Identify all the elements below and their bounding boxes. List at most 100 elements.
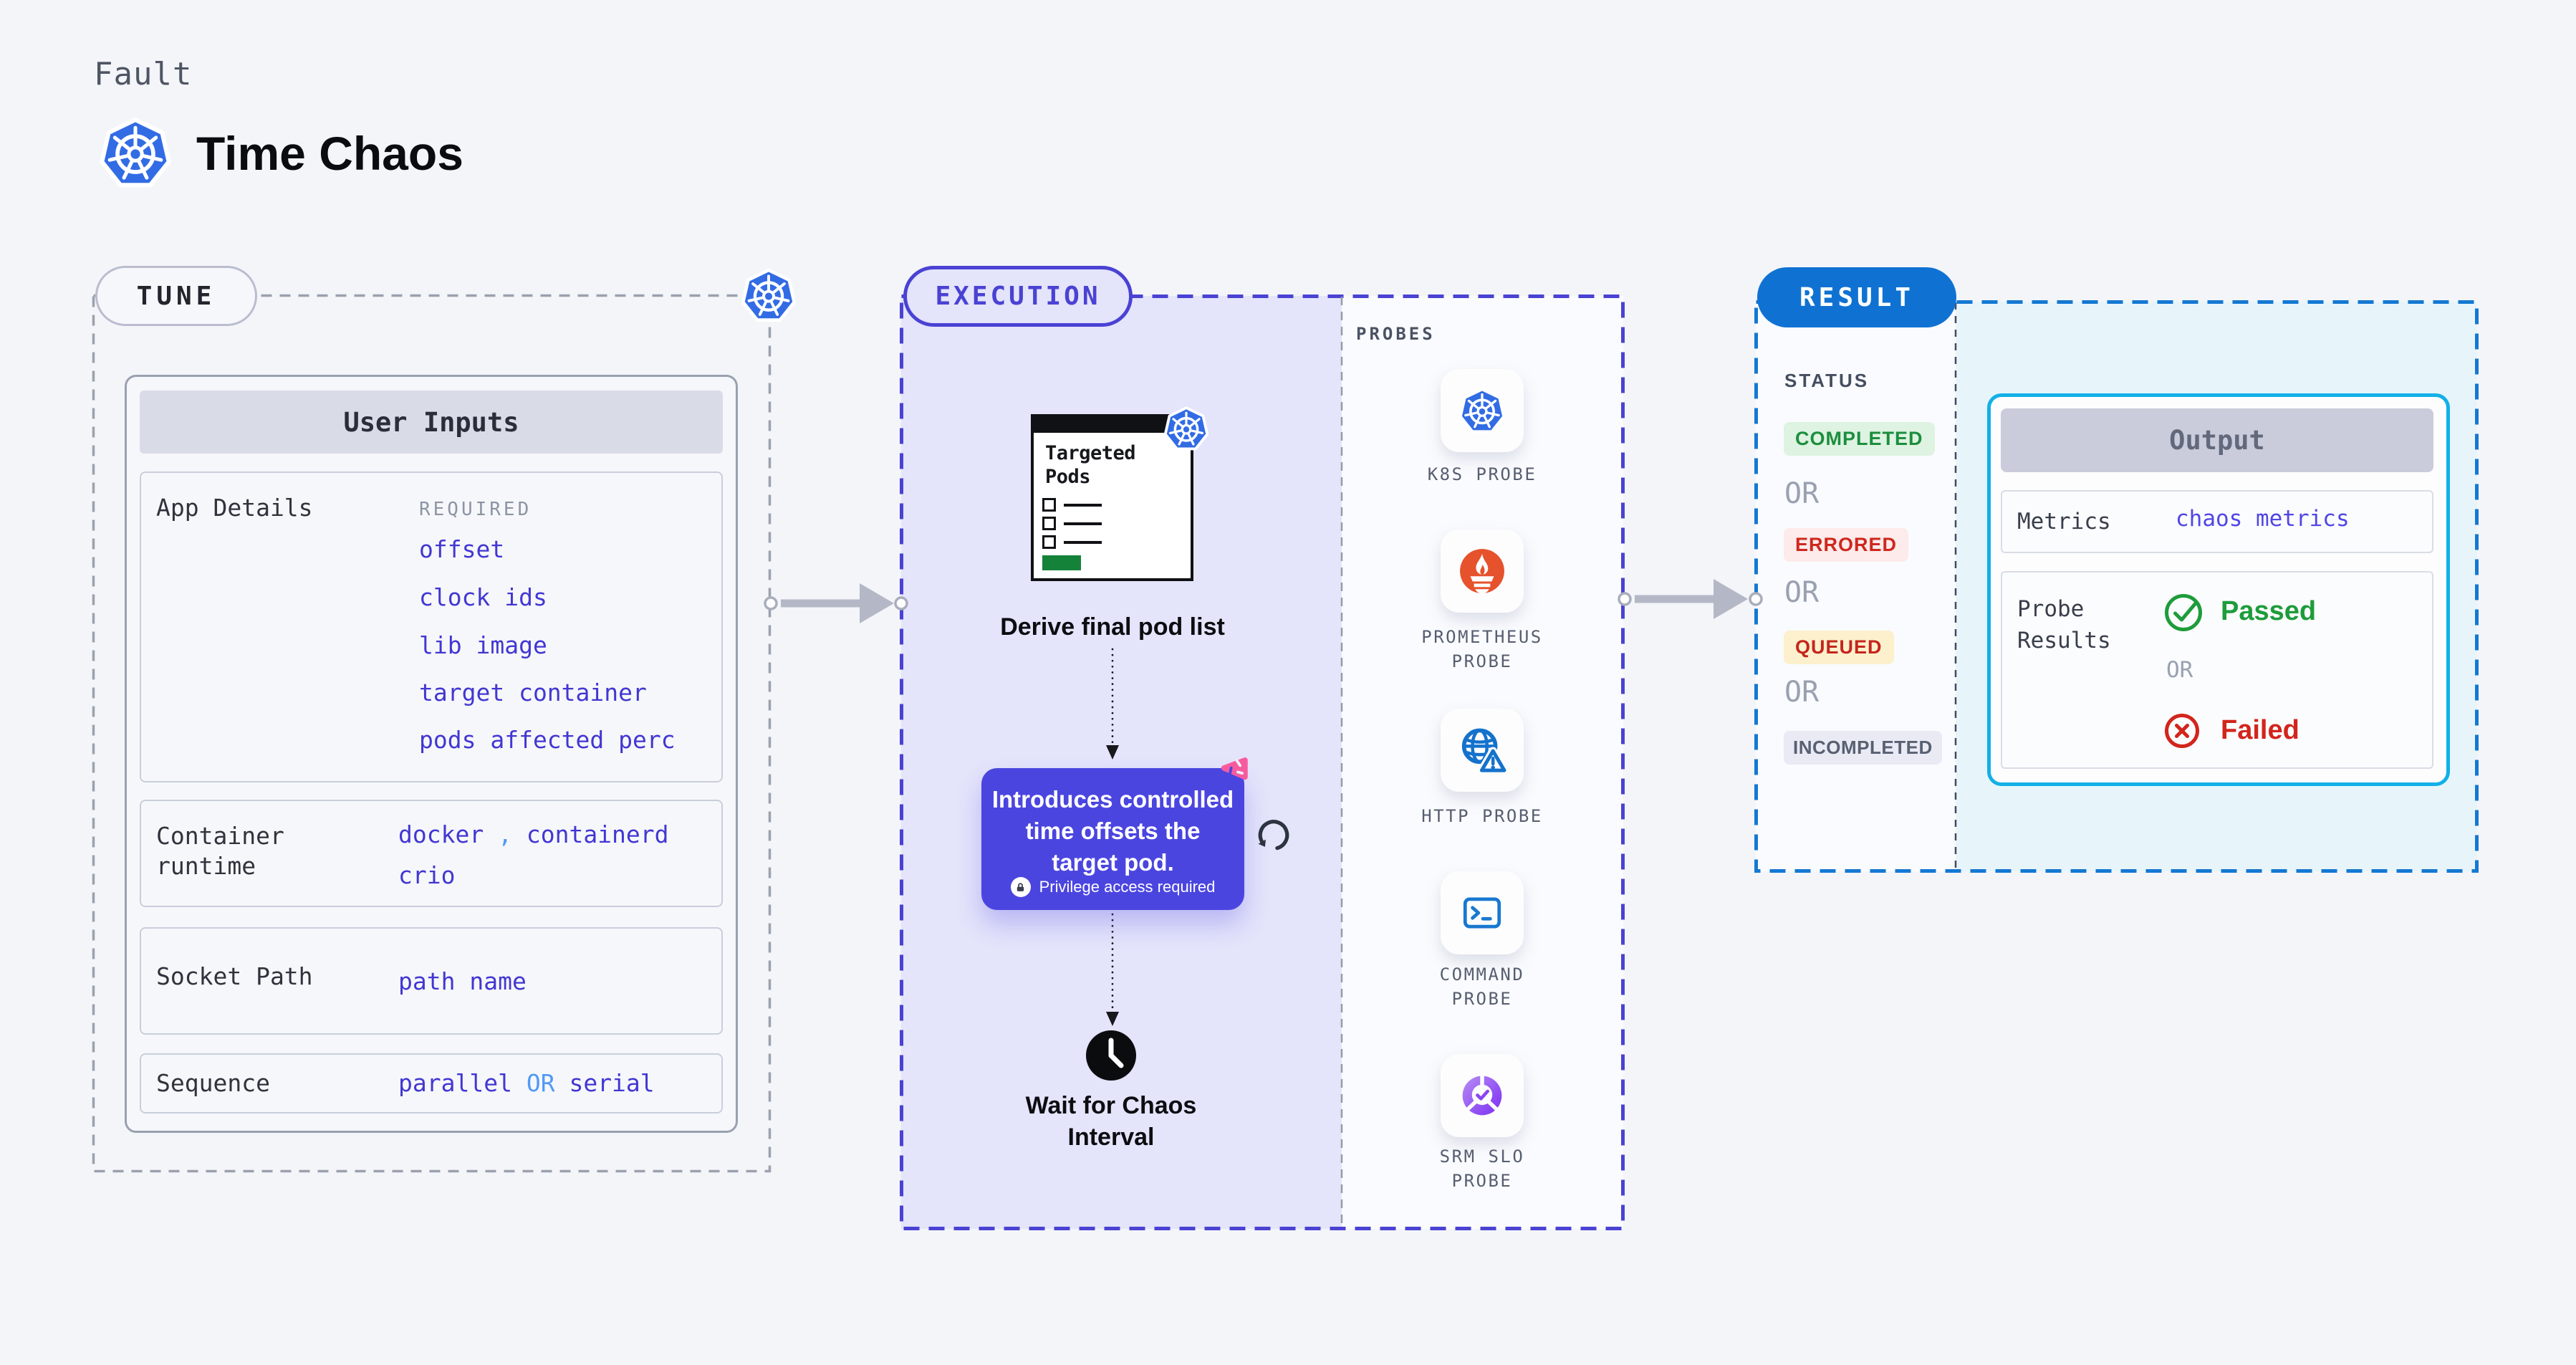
wait-caption: Wait for Chaos Interval — [968, 1090, 1254, 1153]
sequence-values: parallel OR serial — [398, 1068, 655, 1098]
sequence-parallel: parallel — [398, 1069, 512, 1097]
probe-label-line: PROBE — [1451, 989, 1513, 1009]
probe-label: COMMAND PROBE — [1368, 962, 1597, 1011]
probe-results-label-line1: Probe — [2017, 596, 2085, 622]
fault-eyebrow: Fault — [94, 56, 193, 92]
result-pill: RESULT — [1757, 267, 1956, 327]
status-badge-errored: ERRORED — [1784, 528, 1909, 562]
probe-results-label-line2: Results — [2017, 628, 2111, 653]
socket-path-value: path name — [398, 967, 527, 995]
container-runtime-label: Container runtime — [156, 821, 284, 881]
output-header: Output — [2001, 408, 2433, 472]
probe-results-label: Probe Results — [2017, 593, 2111, 656]
probe-label-line: HTTP PROBE — [1421, 806, 1543, 826]
metrics-row — [2001, 490, 2433, 553]
probe-label: PROMETHEUS PROBE — [1368, 625, 1597, 674]
probe-results-row — [2001, 571, 2433, 769]
page-title: Time Chaos — [196, 127, 463, 180]
srm-slo-probe-tile — [1441, 1054, 1524, 1137]
lock-glyph — [1017, 882, 1024, 891]
output-title: Output — [2169, 425, 2265, 456]
passed-check-icon — [2165, 594, 2202, 631]
http-probe-tile — [1441, 709, 1524, 792]
probe-label: K8S PROBE — [1368, 462, 1597, 487]
status-badge-queued: QUEUED — [1784, 631, 1894, 664]
wait-caption-line1: Wait for Chaos — [1025, 1092, 1197, 1119]
pod-line — [1064, 504, 1102, 507]
command-terminal-icon — [1463, 897, 1501, 929]
result-boundary — [1754, 300, 2479, 873]
status-or: OR — [1784, 676, 1820, 709]
execution-pill: EXECUTION — [903, 266, 1133, 327]
user-inputs-panel — [125, 375, 738, 1133]
derive-caption: Derive final pod list — [1000, 613, 1225, 641]
app-details-label: App Details — [156, 494, 313, 522]
k8s-probe-tile — [1441, 369, 1524, 452]
tune-boundary — [92, 294, 772, 1173]
arrow-execution-to-result — [1618, 579, 1763, 619]
status-or: OR — [1784, 576, 1820, 609]
probe-label-line: PROBE — [1451, 651, 1513, 671]
action-text: Introduces controlled time offsets the t… — [981, 784, 1244, 878]
pod-line — [1064, 522, 1102, 525]
runtime-value-crio: crio — [398, 861, 456, 889]
user-inputs-header: User Inputs — [140, 391, 723, 454]
wait-caption-line2: Interval — [1067, 1124, 1155, 1151]
kubernetes-icon — [99, 116, 172, 189]
execution-pill-label: EXECUTION — [935, 282, 1101, 311]
action-box: Introduces controlled time offsets the t… — [981, 768, 1244, 910]
failed-label: Failed — [2221, 715, 2299, 745]
sequence-label: Sequence — [156, 1069, 270, 1097]
action-text-line1: Introduces controlled — [991, 786, 1234, 813]
user-inputs-title: User Inputs — [343, 406, 519, 438]
action-text-line2: time offsets the — [1025, 818, 1201, 844]
status-fill — [1756, 302, 1956, 871]
targeted-pods-title-line2: Pods — [1045, 466, 1091, 488]
probe-label: SRM SLO PROBE — [1368, 1144, 1597, 1193]
container-runtime-label-line2: runtime — [156, 852, 256, 880]
sequence-serial: serial — [569, 1069, 655, 1097]
tune-pill: TUNE — [95, 266, 257, 326]
metrics-value: chaos metrics — [2176, 506, 2350, 532]
pod-line — [1064, 541, 1102, 544]
prometheus-icon — [1460, 549, 1504, 594]
chaos-icon — [1221, 757, 1248, 780]
pod-checkbox — [1042, 498, 1056, 512]
clock-icon — [1086, 1030, 1136, 1081]
probe-label-line: PROBE — [1451, 1171, 1513, 1191]
app-detail-value: offset — [419, 535, 505, 563]
socket-path-label: Socket Path — [156, 962, 313, 990]
required-note: REQUIRED — [419, 499, 532, 520]
tune-pill-label: TUNE — [136, 281, 216, 311]
arrow-derive-to-action — [1106, 648, 1119, 760]
kubernetes-icon — [1458, 388, 1506, 434]
kubernetes-icon — [1163, 406, 1209, 451]
probe-label-line: K8S PROBE — [1427, 464, 1537, 484]
http-globe-warning-icon — [1461, 728, 1508, 775]
lock-icon — [1010, 877, 1031, 897]
progress-bar — [1042, 555, 1081, 570]
status-title: STATUS — [1784, 370, 1870, 391]
metrics-label: Metrics — [2017, 509, 2111, 535]
srm-slo-icon — [1462, 1074, 1502, 1116]
status-badge-incompleted: INCOMPLETED — [1784, 731, 1942, 765]
socket-path-row — [140, 927, 723, 1035]
sequence-row — [140, 1053, 723, 1113]
status-or: OR — [1784, 477, 1820, 510]
output-or: OR — [2166, 657, 2193, 683]
failed-x-icon — [2165, 714, 2199, 748]
arrow-action-to-wait — [1106, 913, 1119, 1026]
status-badge-completed: COMPLETED — [1784, 422, 1935, 456]
runtime-value-containerd: containerd — [526, 820, 669, 848]
probes-title: PROBES — [1356, 324, 1436, 344]
probe-label-line: COMMAND — [1439, 964, 1525, 985]
command-probe-tile — [1441, 871, 1524, 954]
pod-checkbox — [1042, 517, 1056, 530]
result-pill-label: RESULT — [1799, 282, 1915, 312]
targeted-pods-card: Targeted Pods — [1031, 414, 1193, 581]
privilege-badge-text: Privilege access required — [1039, 878, 1216, 896]
app-detail-value: pods affected perc — [419, 726, 676, 754]
probe-label-line: SRM SLO — [1439, 1146, 1525, 1167]
prometheus-probe-tile — [1441, 530, 1524, 613]
